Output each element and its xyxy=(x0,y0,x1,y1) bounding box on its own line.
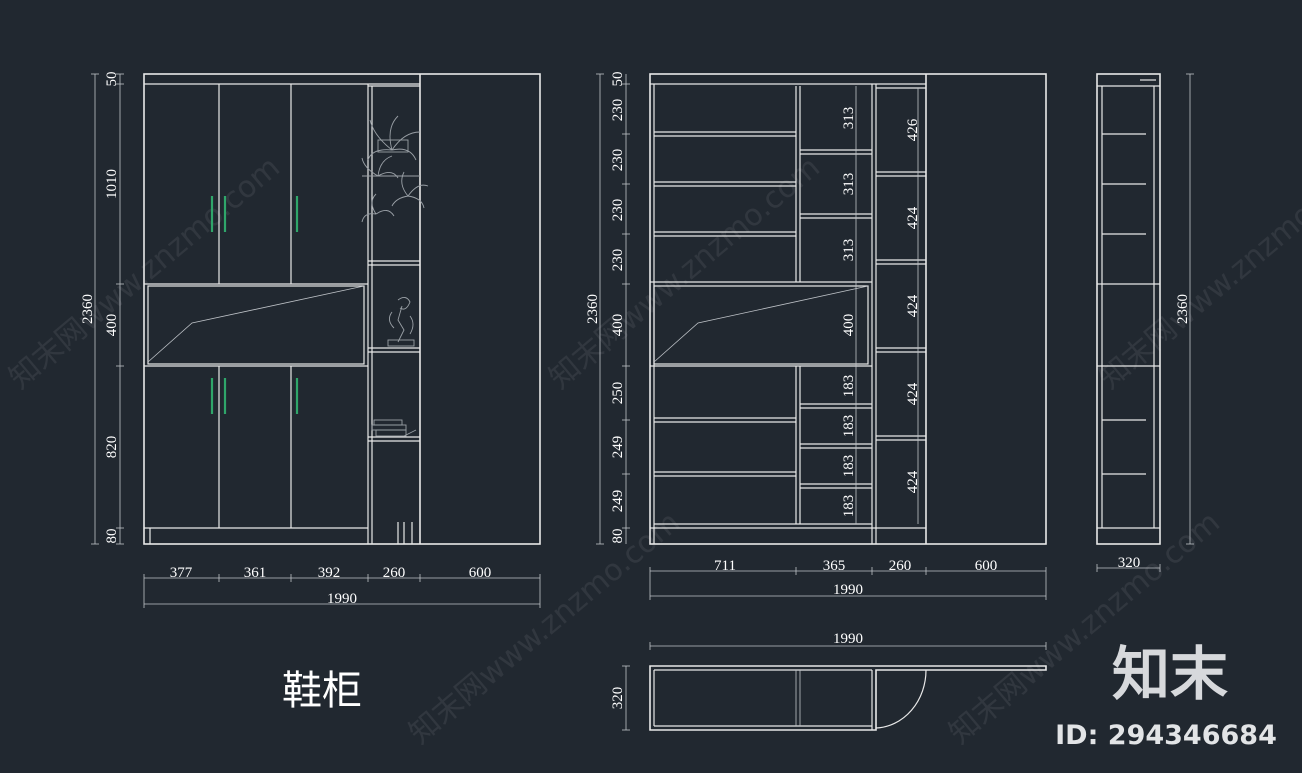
right-height-3: 424 xyxy=(905,294,921,317)
section-height-4: 230 xyxy=(610,199,626,222)
front-width-2: 361 xyxy=(244,565,267,581)
door-swing-arc xyxy=(875,669,927,729)
mid-height-2: 313 xyxy=(841,173,857,196)
front-width-1: 377 xyxy=(170,565,193,581)
mid-height-3: 313 xyxy=(841,239,857,262)
front-view: 2360 50 1010 400 820 80 377 361 392 260 … xyxy=(80,72,541,608)
right-height-1: 426 xyxy=(905,118,921,141)
section-height-5: 230 xyxy=(610,249,626,272)
section-width-dimensions: 711 365 260 600 1990 xyxy=(649,558,1047,600)
front-width-5: 600 xyxy=(469,565,492,581)
section-height-2: 230 xyxy=(610,99,626,122)
watermark-5: 知末网www.znzmo.com xyxy=(943,505,1227,751)
plan-total-width: 1990 xyxy=(833,631,863,647)
section-height-8: 249 xyxy=(610,436,626,459)
side-total-height: 2360 xyxy=(1175,294,1191,324)
mid-height-8: 183 xyxy=(841,495,857,518)
watermark-layer: 知末网www.znzmo.com 知末网www.znzmo.com 知末网www… xyxy=(3,150,1302,751)
front-total-width: 1990 xyxy=(327,591,357,607)
front-outline xyxy=(143,73,541,545)
front-height-2: 1010 xyxy=(104,169,120,199)
right-height-5: 424 xyxy=(905,470,921,493)
watermark-3: 知末网www.znzmo.com xyxy=(1093,150,1302,396)
front-height-dimensions: 2360 50 1010 400 820 80 xyxy=(80,72,124,545)
section-height-dimensions: 2360 50 230 230 230 230 400 250 249 249 … xyxy=(585,72,630,545)
section-mid-dimensions: 313 313 313 400 183 183 183 183 xyxy=(841,86,857,524)
section-height-9: 249 xyxy=(610,490,626,513)
plan-view: 1990 320 xyxy=(610,631,1047,731)
side-view: 2360 320 xyxy=(1096,73,1194,572)
section-width-4: 600 xyxy=(975,558,998,574)
mid-height-6: 183 xyxy=(841,415,857,438)
mid-height-5: 183 xyxy=(841,375,857,398)
side-outline xyxy=(1096,73,1161,545)
section-height-1: 50 xyxy=(610,72,626,87)
watermark-4: 知末网www.znzmo.com xyxy=(403,505,687,751)
brand-id: ID: 294346684 xyxy=(1055,720,1277,751)
section-height-7: 250 xyxy=(610,382,626,405)
section-outline xyxy=(649,73,1047,545)
front-height-1: 50 xyxy=(104,72,120,87)
section-view: 2360 50 230 230 230 230 400 250 249 249 … xyxy=(585,72,1047,600)
front-height-3: 400 xyxy=(104,314,120,337)
section-height-3: 230 xyxy=(610,149,626,172)
plan-outline xyxy=(649,665,1047,731)
door-handles xyxy=(210,196,299,414)
brand-name: 知末 xyxy=(1112,640,1228,708)
front-width-3: 392 xyxy=(318,565,341,581)
front-height-5: 80 xyxy=(104,529,120,544)
right-height-4: 424 xyxy=(905,382,921,405)
section-height-10: 80 xyxy=(610,529,626,544)
section-width-1: 711 xyxy=(714,558,736,574)
right-height-2: 424 xyxy=(905,206,921,229)
section-height-6: 400 xyxy=(610,314,626,337)
sculpture-decor-icon xyxy=(387,297,415,347)
side-depth: 320 xyxy=(1118,555,1141,571)
mid-height-7: 183 xyxy=(841,455,857,478)
watermark-2: 知末网www.znzmo.com xyxy=(543,150,827,396)
front-width-4: 260 xyxy=(383,565,406,581)
section-total-width: 1990 xyxy=(833,582,863,598)
section-total-height: 2360 xyxy=(585,294,601,324)
front-width-dimensions: 377 361 392 260 600 1990 xyxy=(143,565,541,608)
mid-height-4: 400 xyxy=(841,314,857,337)
front-open-niche xyxy=(147,285,365,365)
front-height-4: 820 xyxy=(104,436,120,459)
brand-logo: 知末 ID: 294346684 xyxy=(1055,640,1277,751)
books-decor-icon xyxy=(371,419,417,437)
front-total-height: 2360 xyxy=(80,294,96,324)
drawing-title: 鞋柜 xyxy=(282,668,362,714)
section-right-dimensions: 426 424 424 424 424 xyxy=(905,88,921,524)
mid-height-1: 313 xyxy=(841,107,857,130)
section-width-3: 260 xyxy=(889,558,912,574)
section-width-2: 365 xyxy=(823,558,846,574)
plan-depth: 320 xyxy=(610,687,626,710)
plant-decor-icon xyxy=(361,115,429,223)
